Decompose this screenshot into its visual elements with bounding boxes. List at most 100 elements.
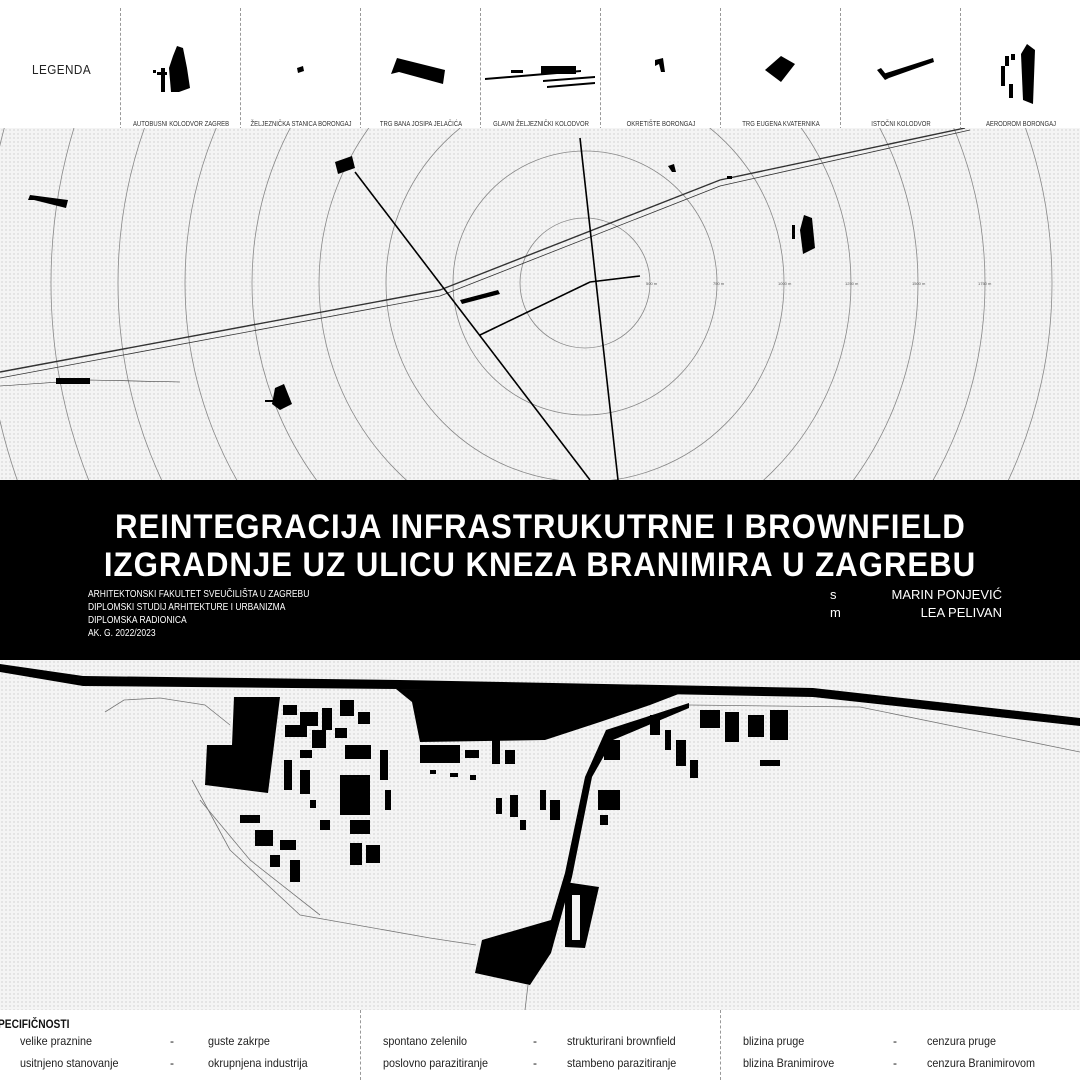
building [690, 760, 698, 778]
author-name: LEA PELIVAN [920, 605, 1002, 620]
building [240, 815, 260, 823]
built-mass [205, 689, 689, 985]
specifics-column: blizina pruge - cenzura pruge blizina Br… [720, 1010, 1080, 1080]
building [283, 705, 297, 715]
building [345, 745, 371, 759]
bus-station-figure-icon [153, 46, 190, 92]
borongaj-airfield-figure-icon [1001, 44, 1035, 104]
building [550, 800, 560, 820]
spec-item: blizina pruge [743, 1034, 805, 1048]
building [284, 760, 292, 790]
author-name: MARIN PONJEVIĆ [891, 587, 1002, 602]
building [604, 740, 620, 760]
distance-ring [318, 128, 852, 480]
specifics-section: PECIFIČNOSTI velike praznine - guste zak… [0, 1010, 1080, 1080]
distance-rings [0, 128, 1080, 480]
legend-item-jelacic-square: TRG BANA JOSIPA JELAČIĆA [360, 8, 481, 130]
distance-ring [50, 128, 90, 480]
main-station-figure-icon [485, 66, 595, 88]
distance-ring [117, 128, 1053, 480]
courtyard [572, 895, 580, 940]
legend-item-borongaj-airfield: AERODROM BORONGAJ [960, 8, 1080, 130]
legend-item-main-station: GLAVNI ŽELJEZNIČKI KOLODVOR [480, 8, 601, 130]
ring-label: 1500 m [912, 281, 926, 286]
building [510, 795, 518, 817]
building [465, 750, 479, 758]
distance-ring [0, 128, 1080, 480]
building [420, 745, 460, 763]
spec-item: stambeno parazitiranje [567, 1056, 677, 1070]
building [320, 820, 330, 830]
building [560, 705, 590, 721]
legend-label: AERODROM BORONGAJ [985, 121, 1057, 128]
building [310, 800, 316, 808]
author-role: s [830, 587, 837, 602]
borongaj-turnaround-figure-icon [655, 58, 665, 72]
building [255, 830, 273, 846]
building [358, 712, 370, 724]
isochrone-map-drawing: 500 m 750 m 1000 m 1250 m 1500 m 1750 m [0, 128, 1080, 480]
building [505, 750, 515, 764]
spec-item: velike praznine [20, 1034, 93, 1048]
building [285, 725, 307, 737]
building [290, 860, 300, 882]
distance-ring [0, 128, 1080, 480]
building [598, 790, 620, 810]
legend-item-borongaj-turnaround: OKRETIŠTE BORONGAJ [600, 8, 721, 130]
building [760, 760, 780, 766]
building [748, 715, 764, 737]
building [650, 715, 660, 735]
building [300, 750, 312, 758]
legend-item-kvaternik-square: TRG EUGENA KVATERNIKA [720, 8, 841, 130]
info-line: ARHITEKTONSKI FAKULTET SVEUČILIŠTA U ZAG… [88, 589, 310, 600]
separator: - [893, 1056, 897, 1070]
ring-labels: 500 m 750 m 1000 m 1250 m 1500 m 1750 m [646, 281, 992, 286]
railway-band [0, 664, 1080, 726]
building [596, 708, 606, 718]
building [340, 775, 370, 815]
separator: - [893, 1034, 897, 1048]
thin-tracks [104, 697, 1080, 1010]
building [665, 730, 671, 750]
institution-info: ARHITEKTONSKI FAKULTET SVEUČILIŠTA U ZAG… [88, 588, 309, 640]
location-figures [28, 156, 815, 410]
specifics-column: spontano zelenilo - strukturirani brownf… [360, 1010, 721, 1080]
ring-label: 1000 m [778, 281, 792, 286]
building [430, 770, 436, 774]
building [270, 855, 280, 867]
distance-ring [385, 128, 785, 480]
east-station-figure-icon [877, 58, 934, 80]
legend-item-east-station: ISTOČNI KOLODVOR [840, 8, 961, 130]
building [700, 710, 720, 728]
spec-item: blizina Branimirove [743, 1056, 835, 1070]
title-band: REINTEGRACIJA INFRASTRUKUTRNE I BROWNFIE… [0, 480, 1080, 660]
figure-ground-drawing [0, 664, 1080, 1010]
building [366, 845, 380, 863]
separator: - [533, 1056, 537, 1070]
building [385, 790, 391, 810]
building [450, 773, 458, 777]
title-line-2: IZGRADNJE UZ ULICU KNEZA BRANIMIRA U ZAG… [103, 546, 977, 584]
legend-label: ISTOČNI KOLODVOR [871, 121, 931, 128]
jelacic-square-figure-icon [391, 58, 445, 84]
building [770, 710, 788, 740]
legend: LEGENDA AUTOBUSNI KOLODVOR ZAGREB ŽELJEZ… [0, 0, 1080, 130]
legend-item-borongaj-station: ŽELJEZNIČKA STANICA BORONGAJ [240, 8, 361, 130]
building [600, 815, 608, 825]
kvaternik-square-figure-icon [765, 56, 795, 82]
distance-ring [0, 128, 18, 480]
building [300, 770, 310, 794]
info-line: DIPLOMSKA RADIONICA [88, 615, 187, 626]
ring-label: 500 m [646, 281, 658, 286]
spec-item: strukturirani brownfield [567, 1034, 676, 1048]
building [470, 775, 476, 780]
building [322, 708, 332, 730]
figure-ground-plan [0, 660, 1080, 1010]
building [496, 798, 502, 814]
spec-item: cenzura pruge [927, 1034, 997, 1048]
building [492, 740, 500, 764]
legend-label: AUTOBUSNI KOLODVOR ZAGREB [132, 121, 230, 128]
distance-ring [251, 128, 919, 480]
ring-label: 1250 m [845, 281, 859, 286]
